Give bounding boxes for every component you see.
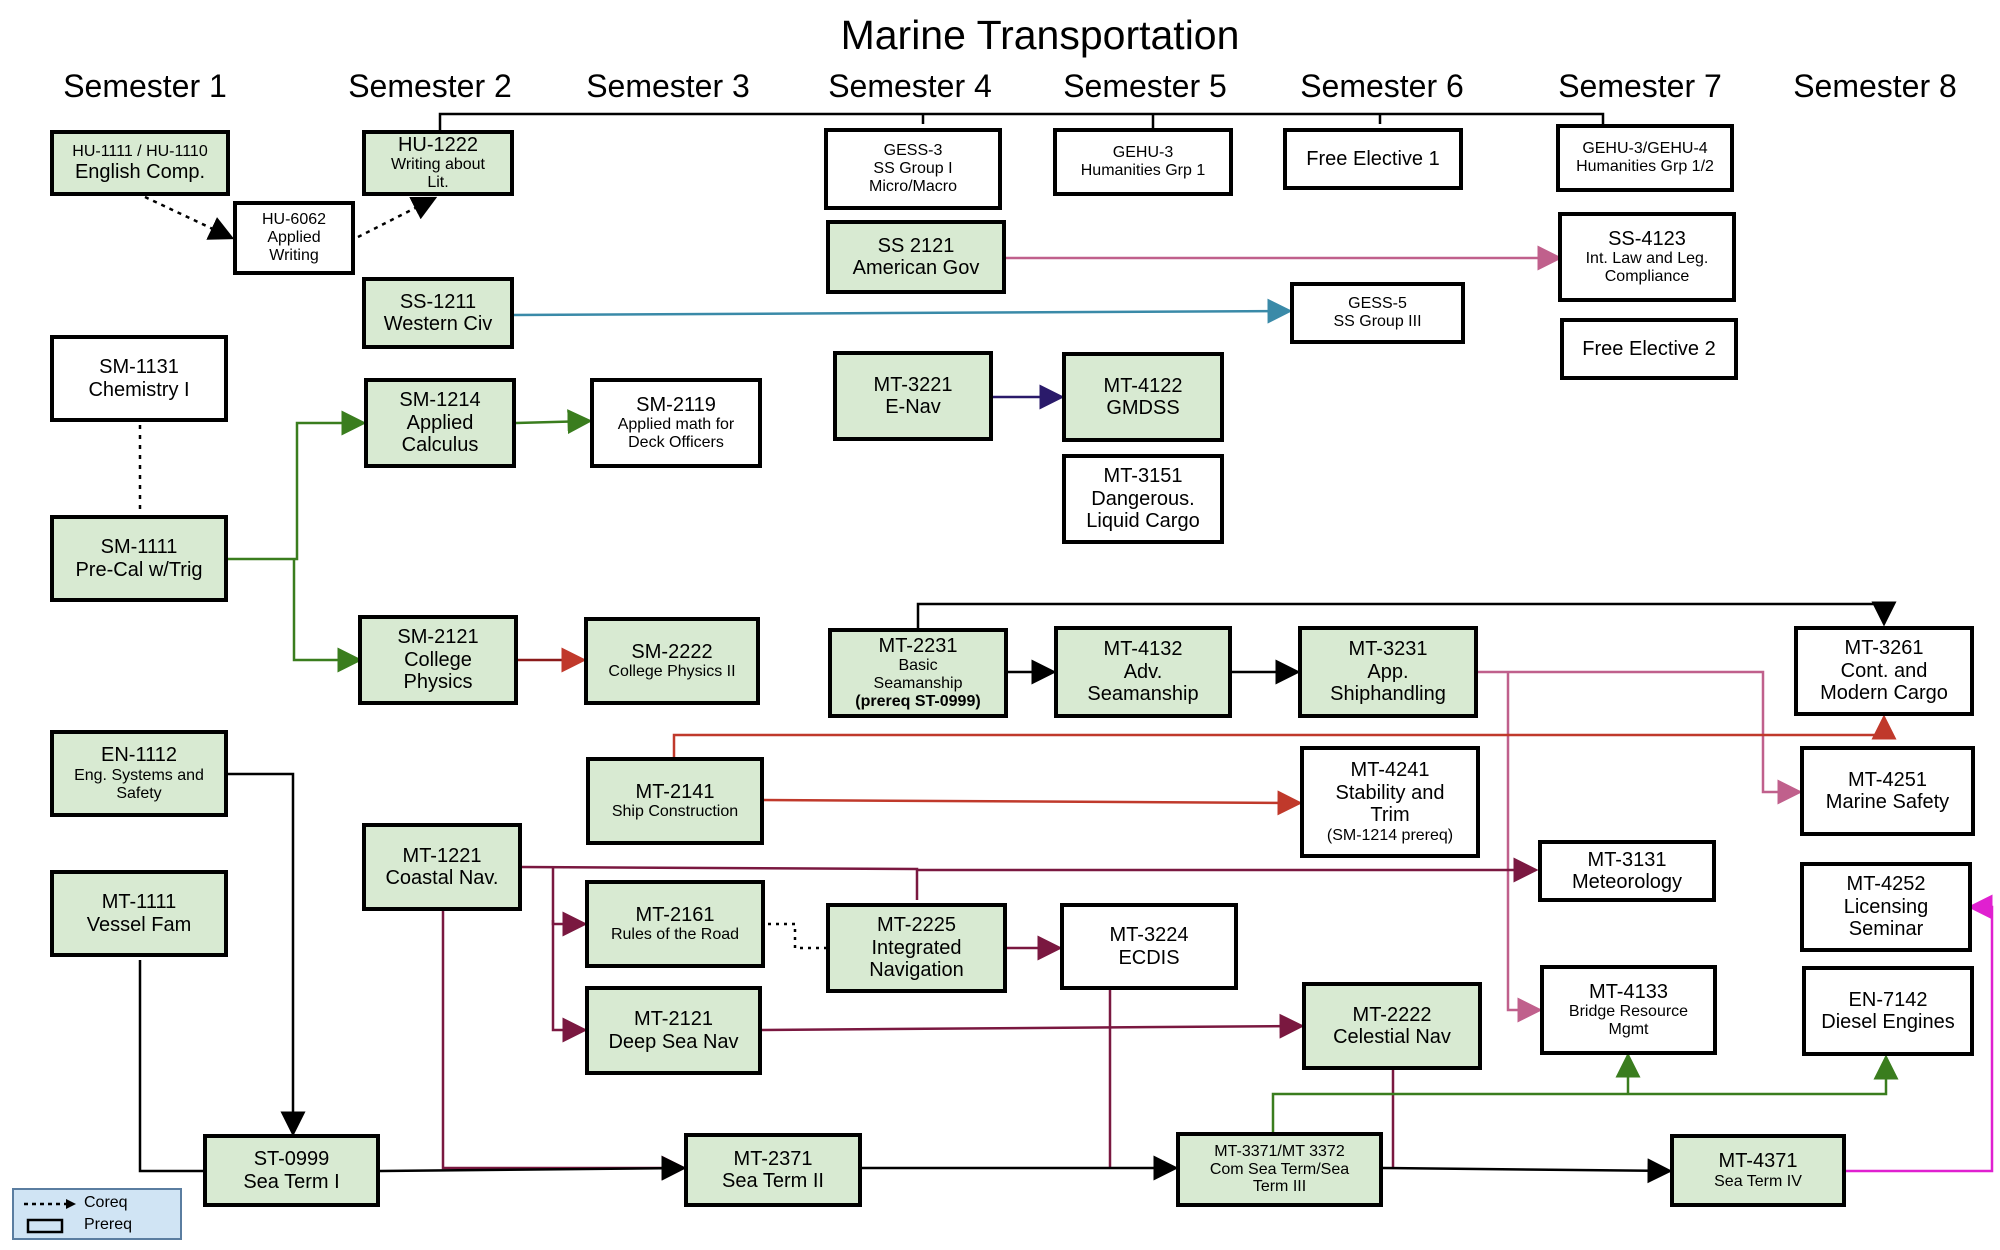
course-en7142[interactable]: EN-7142 Diesel Engines xyxy=(1802,966,1974,1056)
semester-5-header: Semester 5 xyxy=(1063,68,1227,104)
course-mt3231[interactable]: MT-3231 App. Shiphandling xyxy=(1298,626,1478,718)
course-gess5[interactable]: GESS-5 SS Group III xyxy=(1290,282,1465,344)
semester-7-header: Semester 7 xyxy=(1558,68,1722,104)
course-mt2161[interactable]: MT-2161 Rules of the Road xyxy=(585,880,765,968)
course-gess3[interactable]: GESS-3 SS Group I Micro/Macro xyxy=(824,128,1002,210)
course-gehu3[interactable]: GEHU-3 Humanities Grp 1 xyxy=(1053,128,1233,196)
course-mt4241[interactable]: MT-4241 Stability and Trim (SM-1214 prer… xyxy=(1300,746,1480,858)
course-mt3151[interactable]: MT-3151 Dangerous. Liquid Cargo xyxy=(1062,454,1224,544)
course-mt3131[interactable]: MT-3131 Meteorology xyxy=(1538,840,1716,902)
course-sm1214[interactable]: SM-1214 Applied Calculus xyxy=(364,378,516,468)
legend-coreq: Coreq xyxy=(84,1194,128,1211)
diagram-title: Marine Transportation xyxy=(840,12,1240,58)
course-free1[interactable]: Free Elective 1 xyxy=(1283,128,1463,190)
course-mt4133[interactable]: MT-4133 Bridge Resource Mgmt xyxy=(1540,965,1717,1055)
course-hu1222[interactable]: HU-1222 Writing about Lit. xyxy=(362,130,514,196)
course-free2[interactable]: Free Elective 2 xyxy=(1560,318,1738,380)
course-mt2225[interactable]: MT-2225 Integrated Navigation xyxy=(826,903,1007,993)
course-mt1221[interactable]: MT-1221 Coastal Nav. xyxy=(362,823,522,911)
course-mt4251[interactable]: MT-4251 Marine Safety xyxy=(1800,746,1975,836)
legend-prereq: Prereq xyxy=(84,1216,133,1233)
course-mt1111[interactable]: MT-1111 Vessel Fam xyxy=(50,870,228,957)
course-mt2121[interactable]: MT-2121 Deep Sea Nav xyxy=(585,986,762,1075)
course-mt4132[interactable]: MT-4132 Adv. Seamanship xyxy=(1054,626,1232,718)
semester-3-header: Semester 3 xyxy=(586,68,750,104)
course-mt3261[interactable]: MT-3261 Cont. and Modern Cargo xyxy=(1794,626,1974,716)
course-mt4122[interactable]: MT-4122 GMDSS xyxy=(1062,352,1224,442)
semester-1-header: Semester 1 xyxy=(63,68,227,104)
semester-6-header: Semester 6 xyxy=(1300,68,1464,104)
legend: Coreq Prereq xyxy=(12,1188,182,1240)
course-sm1131[interactable]: SM-1131 Chemistry I xyxy=(50,335,228,422)
course-mt2222[interactable]: MT-2222 Celestial Nav xyxy=(1302,982,1482,1070)
course-hu6062[interactable]: HU-6062 Applied Writing xyxy=(233,201,355,275)
course-mt2231[interactable]: MT-2231 Basic Seamanship (prereq ST-0999… xyxy=(828,628,1008,718)
legend-symbols xyxy=(24,1199,76,1234)
course-mt3224[interactable]: MT-3224 ECDIS xyxy=(1060,903,1238,990)
semester-8-header: Semester 8 xyxy=(1793,68,1957,104)
course-mt2141[interactable]: MT-2141 Ship Construction xyxy=(586,757,764,845)
course-st0999[interactable]: ST-0999 Sea Term I xyxy=(203,1134,380,1207)
course-mt4371[interactable]: MT-4371 Sea Term IV xyxy=(1670,1134,1846,1207)
course-mt2371[interactable]: MT-2371 Sea Term II xyxy=(684,1133,862,1207)
course-mt3371[interactable]: MT-3371/MT 3372 Com Sea Term/Sea Term II… xyxy=(1176,1132,1383,1207)
semester-4-header: Semester 4 xyxy=(828,68,992,104)
course-ss1211[interactable]: SS-1211 Western Civ xyxy=(362,277,514,349)
course-ss2121[interactable]: SS 2121 American Gov xyxy=(826,220,1006,294)
course-sm2222[interactable]: SM-2222 College Physics II xyxy=(584,617,760,705)
course-ss4123[interactable]: SS-4123 Int. Law and Leg. Compliance xyxy=(1558,212,1736,302)
semester-2-header: Semester 2 xyxy=(348,68,512,104)
course-mt4252[interactable]: MT-4252 Licensing Seminar xyxy=(1800,862,1972,952)
course-mt3221[interactable]: MT-3221 E-Nav xyxy=(833,351,993,441)
course-sm2121[interactable]: SM-2121 College Physics xyxy=(358,615,518,705)
course-gehu34[interactable]: GEHU-3/GEHU-4 Humanities Grp 1/2 xyxy=(1556,124,1734,192)
course-hu1111[interactable]: HU-1111 / HU-1110 English Comp. xyxy=(50,130,230,196)
course-sm1111[interactable]: SM-1111 Pre-Cal w/Trig xyxy=(50,515,228,602)
course-en1112[interactable]: EN-1112 Eng. Systems and Safety xyxy=(50,730,228,817)
course-sm2119[interactable]: SM-2119 Applied math for Deck Officers xyxy=(590,378,762,468)
